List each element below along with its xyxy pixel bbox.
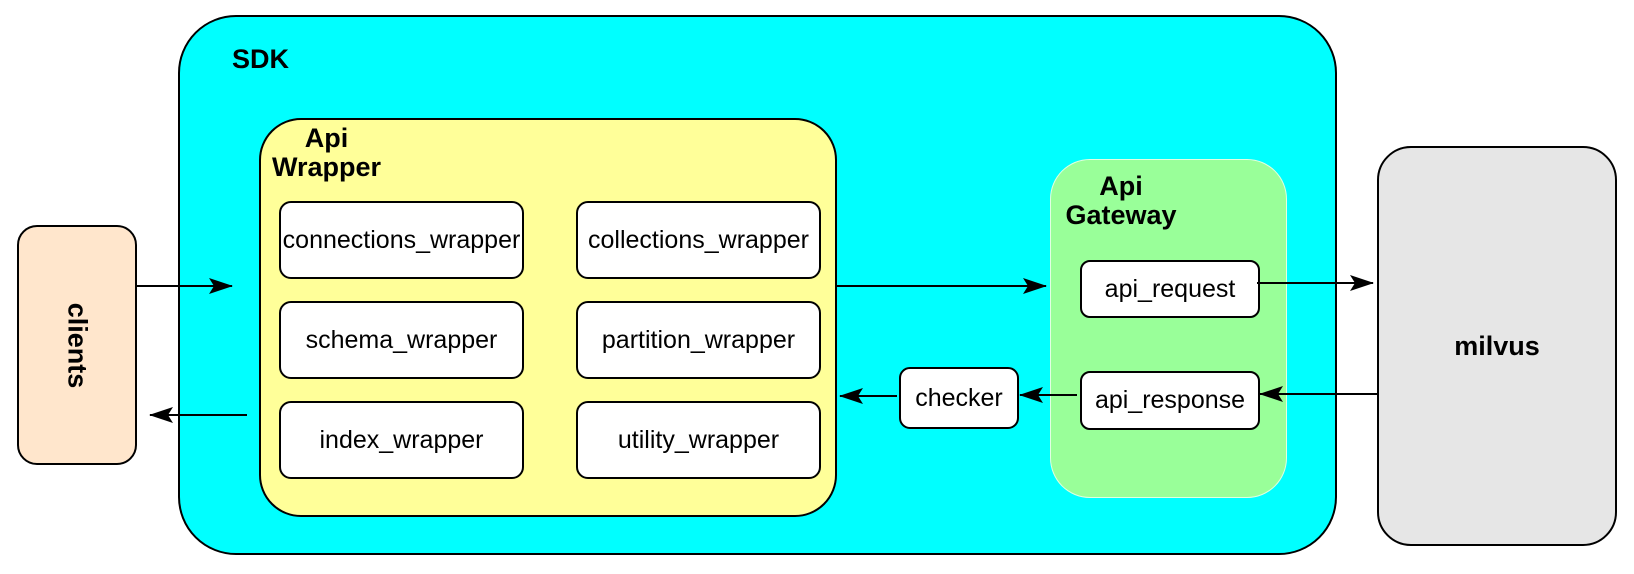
api-gateway-container: Api Gateway api_request api_response [1050,159,1287,498]
clients-label: clients [62,302,93,388]
utility-wrapper-node: utility_wrapper [576,401,821,479]
sdk-label: SDK [232,44,290,74]
milvus-node: milvus [1377,146,1617,546]
clients-node: clients [17,225,137,465]
api-wrapper-container: Api Wrapper connections_wrapper collecti… [259,118,837,517]
partition-wrapper-node: partition_wrapper [576,301,821,379]
api-request-node: api_request [1080,260,1260,318]
api-wrapper-label: Api Wrapper [271,123,382,182]
api-response-node: api_response [1080,371,1260,430]
index-wrapper-node: index_wrapper [279,401,524,479]
api-gateway-label: Api Gateway [1065,171,1177,230]
connections-wrapper-node: connections_wrapper [279,201,524,279]
schema-wrapper-node: schema_wrapper [279,301,524,379]
collections-wrapper-node: collections_wrapper [576,201,821,279]
checker-node: checker [899,367,1019,429]
sdk-container: SDK Api Wrapper connections_wrapper coll… [178,15,1337,555]
